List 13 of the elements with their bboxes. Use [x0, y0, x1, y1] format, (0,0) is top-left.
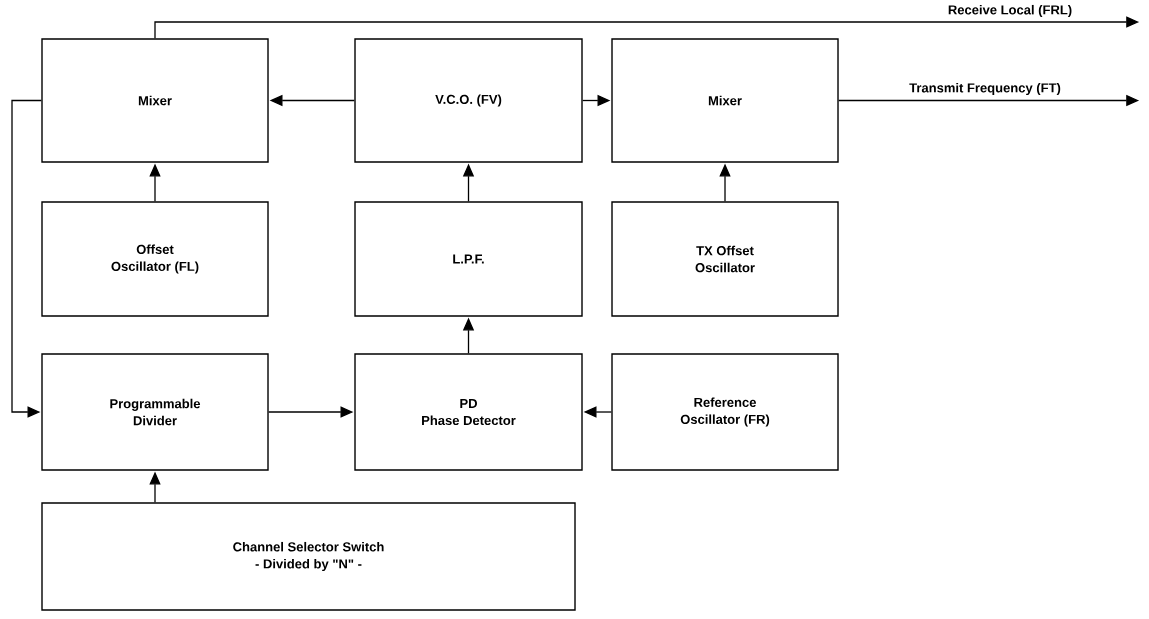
block-box: Mixer	[611, 38, 839, 163]
block-box: L.P.F.	[354, 201, 583, 317]
block-box: Reference Oscillator (FR)	[611, 353, 839, 471]
block-box: PD Phase Detector	[354, 353, 583, 471]
block-box: Offset Oscillator (FL)	[41, 201, 269, 317]
arrow	[11, 99, 42, 418]
edge-label: Transmit Frequency (FT)	[909, 82, 1061, 96]
block-box: Channel Selector Switch - Divided by "N" -	[41, 502, 576, 611]
block-box: V.C.O. (FV)	[354, 38, 583, 163]
block-box: Mixer	[41, 38, 269, 163]
block-box: Programmable Divider	[41, 353, 269, 471]
edge-label: Receive Local (FRL)	[948, 4, 1072, 18]
block-box: TX Offset Oscillator	[611, 201, 839, 317]
